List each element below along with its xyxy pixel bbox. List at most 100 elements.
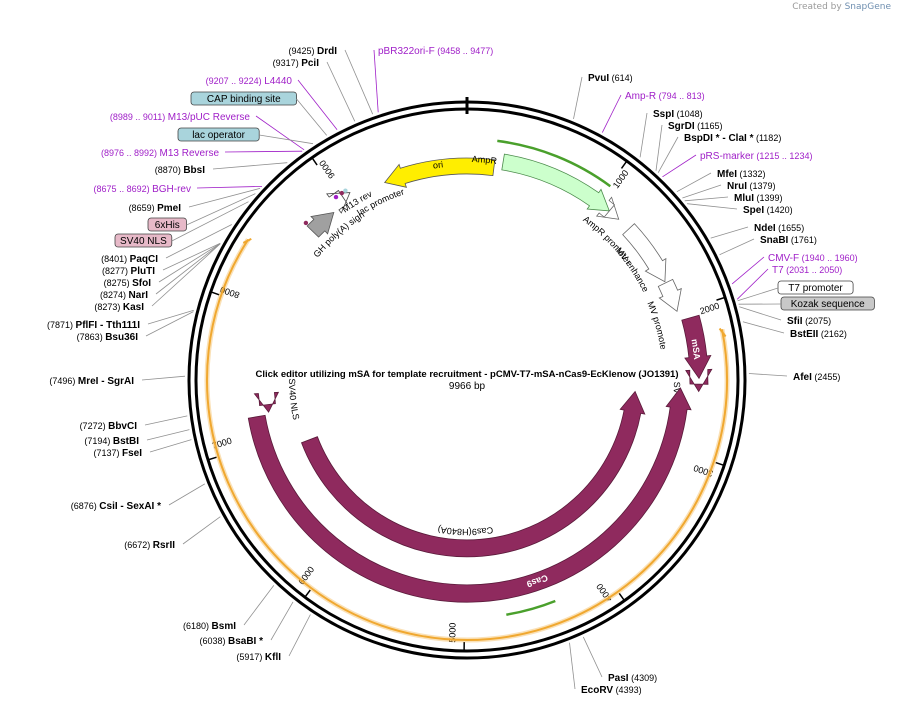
site-pos: (1182) xyxy=(753,133,781,143)
site-pos: (614) xyxy=(609,73,633,83)
orf-arc xyxy=(205,238,728,641)
small-mark-2 xyxy=(333,194,339,200)
site-name: PmeI xyxy=(157,203,181,214)
feature-cmv-promoter xyxy=(657,278,682,313)
box-kozak-sequence xyxy=(780,296,875,311)
site-pos: (8401) xyxy=(101,254,130,264)
leader xyxy=(326,61,356,122)
site-pos: (1379) xyxy=(747,181,776,191)
leader xyxy=(684,196,729,202)
site-name: KflI xyxy=(265,652,281,663)
site-name: PasI xyxy=(608,673,629,684)
site-bbsi: (8870) BbsI xyxy=(155,165,205,176)
site-name: AfeI xyxy=(793,372,812,383)
tick-label-5000: 5000 xyxy=(447,623,457,643)
leader xyxy=(657,136,679,173)
primer-name: CMV-F xyxy=(768,253,799,264)
backbone-inner xyxy=(194,107,740,653)
primer-cmv-f: CMV-F (1940 .. 1960) xyxy=(768,253,858,264)
site-name: BsaBI * xyxy=(228,636,263,647)
site-sfoi: (8275) SfoI xyxy=(104,278,152,289)
leader xyxy=(270,601,294,641)
site-bsu36i: (7863) Bsu36I xyxy=(77,332,139,343)
box-t7-promoter xyxy=(777,280,854,295)
feature-ori-label: ori xyxy=(432,159,443,170)
site-sspi: SspI (1048) xyxy=(653,109,703,120)
primer-leader xyxy=(601,94,622,133)
site-pos: (7272) xyxy=(80,421,109,431)
site-name: EcoRV xyxy=(581,685,613,696)
box-label-kozak-sequence: Kozak sequence xyxy=(791,299,865,310)
orf-start xyxy=(718,327,727,338)
box-label-cap-binding-site: CAP binding site xyxy=(207,94,281,105)
site-alt: - ClaI * xyxy=(720,133,754,144)
credit-prefix: Created by xyxy=(792,2,842,12)
site-pos: (8273) xyxy=(94,302,123,312)
leader xyxy=(639,112,648,158)
primer-name: BGH-rev xyxy=(152,184,191,195)
site-name: PciI xyxy=(301,58,319,69)
site-pos: (7496) xyxy=(49,376,78,386)
feature-msa xyxy=(681,314,712,380)
tick-label-9000: 9000 xyxy=(317,158,337,180)
site-name: NdeI xyxy=(754,223,776,234)
leader xyxy=(188,188,261,208)
site-pos: (6180) xyxy=(183,621,212,631)
site-nari: (8274) NarI xyxy=(100,290,148,301)
primer-amp-r: Amp-R (794 .. 813) xyxy=(625,91,705,102)
site-ecorv: EcoRV (4393) xyxy=(581,685,642,696)
box-leader xyxy=(259,134,314,145)
tick-3000 xyxy=(715,461,725,467)
leader xyxy=(682,184,722,199)
site-pos: (1399) xyxy=(754,193,783,203)
primer-range: (9458 .. 9477) xyxy=(435,46,494,56)
feature-msa-label: mSA xyxy=(689,338,702,360)
leader xyxy=(655,124,663,171)
site-csii: (6876) CsiI - SexAI * xyxy=(71,501,161,512)
box-leader xyxy=(296,98,328,136)
site-bsmi: (6180) BsmI xyxy=(183,621,236,632)
tick-9000 xyxy=(311,157,318,166)
box-leader xyxy=(171,201,249,242)
labels: (9425) DrdI(9317) PciI(8870) BbsI(8659) … xyxy=(47,46,875,696)
site-name: PflFI xyxy=(76,320,98,331)
feature-ampr-promoter xyxy=(595,196,620,220)
primer-l4440: (9207 .. 9224) L4440 xyxy=(206,76,293,87)
leader xyxy=(182,516,221,545)
primer-name: M13/pUC Reverse xyxy=(168,112,251,123)
site-rsrii: (6672) RsrII xyxy=(124,540,175,551)
site-name: BspDI * xyxy=(684,133,720,144)
leader-lines xyxy=(141,49,788,690)
ampr-orf-line xyxy=(497,139,612,188)
site-pos: (7863) xyxy=(77,332,106,342)
leader xyxy=(748,373,788,377)
site-pos: (9317) xyxy=(273,58,302,68)
site-alt: - SexAI * xyxy=(118,501,161,512)
site-pos: (2162) xyxy=(818,329,847,339)
primer-bgh-rev: (8675 .. 8692) BGH-rev xyxy=(94,184,191,195)
feature-ampr xyxy=(501,153,610,212)
plasmid-title: Click editor utilizing mSA for template … xyxy=(255,369,678,380)
site-pflfi: (7871) PflFI - Tth111I xyxy=(47,320,140,331)
site-snabi: SnaBI (1761) xyxy=(760,235,817,246)
site-bstbi: (7194) BstBI xyxy=(84,436,139,447)
small-mark-0 xyxy=(339,190,344,196)
site-mlui: MluI (1399) xyxy=(734,193,783,204)
site-name: SfiI xyxy=(787,316,803,327)
primer-leader xyxy=(224,150,303,153)
site-sfii: SfiI (2075) xyxy=(787,316,831,327)
leader xyxy=(573,76,583,119)
feature-cas9 xyxy=(247,387,692,603)
primer-range: (9207 .. 9224) xyxy=(206,76,265,86)
site-pos: (6876) xyxy=(71,501,100,511)
box-sv40-nls xyxy=(114,233,173,248)
primer-range: (8675 .. 8692) xyxy=(94,184,153,194)
green-orf-line xyxy=(506,599,556,616)
backbone-outer xyxy=(187,100,747,660)
site-pos: (6672) xyxy=(124,540,153,550)
leader xyxy=(146,429,190,441)
site-alt: - Tth111I xyxy=(97,320,140,331)
primer-leader xyxy=(373,49,379,113)
site-kfli: (5917) KflI xyxy=(236,652,281,663)
